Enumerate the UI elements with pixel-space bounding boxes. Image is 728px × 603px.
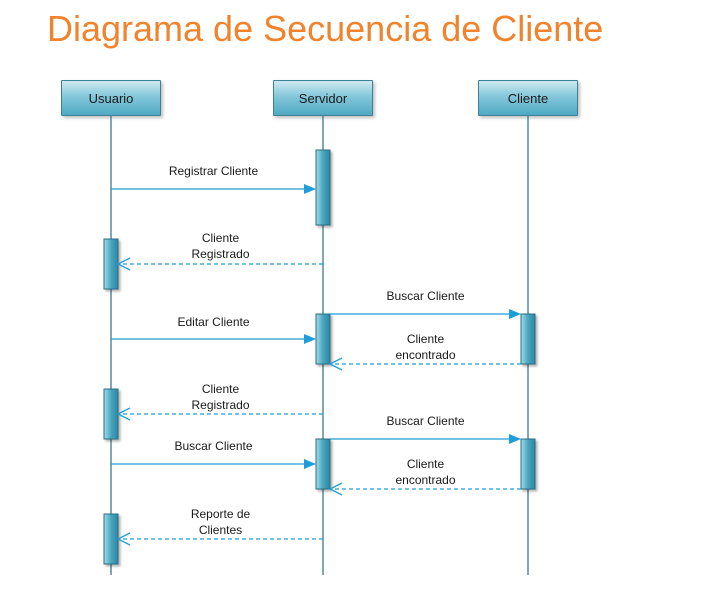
message-label: Cliente: [202, 231, 240, 245]
activation-servidor-3: [315, 438, 331, 490]
message-label: Cliente: [407, 332, 445, 346]
message-label: Buscar Cliente: [386, 414, 464, 428]
arrowhead-filled: [304, 459, 316, 469]
message-label: Reporte de: [191, 507, 251, 521]
message-4: Editar Cliente: [111, 315, 316, 344]
activation-servidor-1: [315, 149, 331, 226]
message-1: Registrar Cliente: [111, 164, 316, 194]
message-label: encontrado: [395, 473, 455, 487]
message-5: Cliente encontrado: [328, 332, 521, 371]
activation-cliente-1: [520, 313, 536, 365]
arrowhead-filled: [304, 334, 316, 344]
arrowhead-open: [116, 257, 131, 271]
message-label: Buscar Cliente: [174, 439, 252, 453]
message-label: Cliente: [407, 457, 445, 471]
messages-group: Registrar ClienteClienteRegistradoBuscar…: [111, 164, 521, 546]
message-9: Cliente encontrado: [328, 457, 521, 496]
arrowhead-filled: [509, 309, 521, 319]
activation-cliente-2: [520, 438, 536, 490]
activation-servidor-2: [315, 313, 331, 365]
diagram-title: Diagrama de Secuencia de Cliente: [47, 8, 604, 49]
arrowhead-open: [328, 357, 343, 371]
message-7: Buscar Cliente: [330, 414, 521, 444]
message-label: Registrado: [191, 398, 249, 412]
message-10: Reporte de Clientes: [116, 507, 323, 546]
message-label: Clientes: [199, 523, 242, 537]
activation-usuario-2: [103, 388, 119, 440]
arrowhead-filled: [304, 184, 316, 194]
message-label: encontrado: [395, 348, 455, 362]
message-3: Buscar Cliente: [330, 289, 521, 319]
lifeline-cliente-head: Cliente: [478, 80, 578, 116]
message-8: Buscar Cliente: [111, 439, 316, 469]
message-label: Registrado: [191, 247, 249, 261]
arrowhead-open: [116, 407, 131, 421]
arrowhead-filled: [509, 434, 521, 444]
arrowhead-open: [328, 482, 343, 496]
lifeline-servidor-head: Servidor: [273, 80, 373, 116]
message-label: Buscar Cliente: [386, 289, 464, 303]
message-label: Editar Cliente: [177, 315, 249, 329]
message-label: Cliente: [202, 382, 240, 396]
message-label: Registrar Cliente: [169, 164, 259, 178]
activation-usuario-3: [103, 513, 119, 565]
arrowhead-open: [116, 532, 131, 546]
activation-usuario-1: [103, 238, 119, 290]
lifeline-usuario-head: Usuario: [61, 80, 161, 116]
